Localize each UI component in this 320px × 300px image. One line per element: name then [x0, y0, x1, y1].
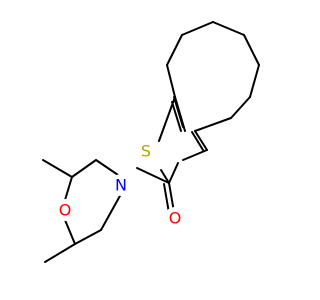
bond — [42, 159, 73, 178]
bond — [74, 229, 102, 245]
bond — [168, 162, 179, 184]
bond — [100, 193, 122, 231]
bond-layer — [42, 21, 260, 263]
bond — [212, 21, 245, 36]
bond — [182, 149, 208, 161]
bond — [64, 176, 73, 201]
carbonyl-oxygen-atom-label: O — [169, 209, 182, 228]
nitrogen-atom-label: N — [115, 176, 127, 195]
bond — [249, 64, 260, 98]
bond — [64, 219, 76, 245]
bond — [166, 34, 183, 66]
bond — [171, 101, 182, 132]
bond — [163, 183, 170, 214]
bond — [166, 64, 176, 98]
bond — [44, 243, 76, 263]
bond — [174, 96, 186, 132]
ring-oxygen-atom-label: O — [59, 201, 72, 220]
molecule-structure: S O N O — [42, 21, 260, 263]
bond — [230, 96, 251, 119]
bond — [158, 96, 176, 142]
molecule-canvas: S O N O — [42, 21, 260, 263]
bond — [160, 169, 170, 184]
bond — [194, 117, 232, 132]
bond — [194, 130, 208, 151]
bond — [181, 21, 214, 36]
bond — [71, 159, 97, 178]
bond — [243, 34, 260, 66]
atom-label-layer: S O N O — [54, 140, 186, 229]
bond — [191, 131, 204, 151]
sulfur-atom-label: S — [141, 142, 151, 161]
bond — [136, 167, 170, 184]
bond — [95, 159, 122, 178]
